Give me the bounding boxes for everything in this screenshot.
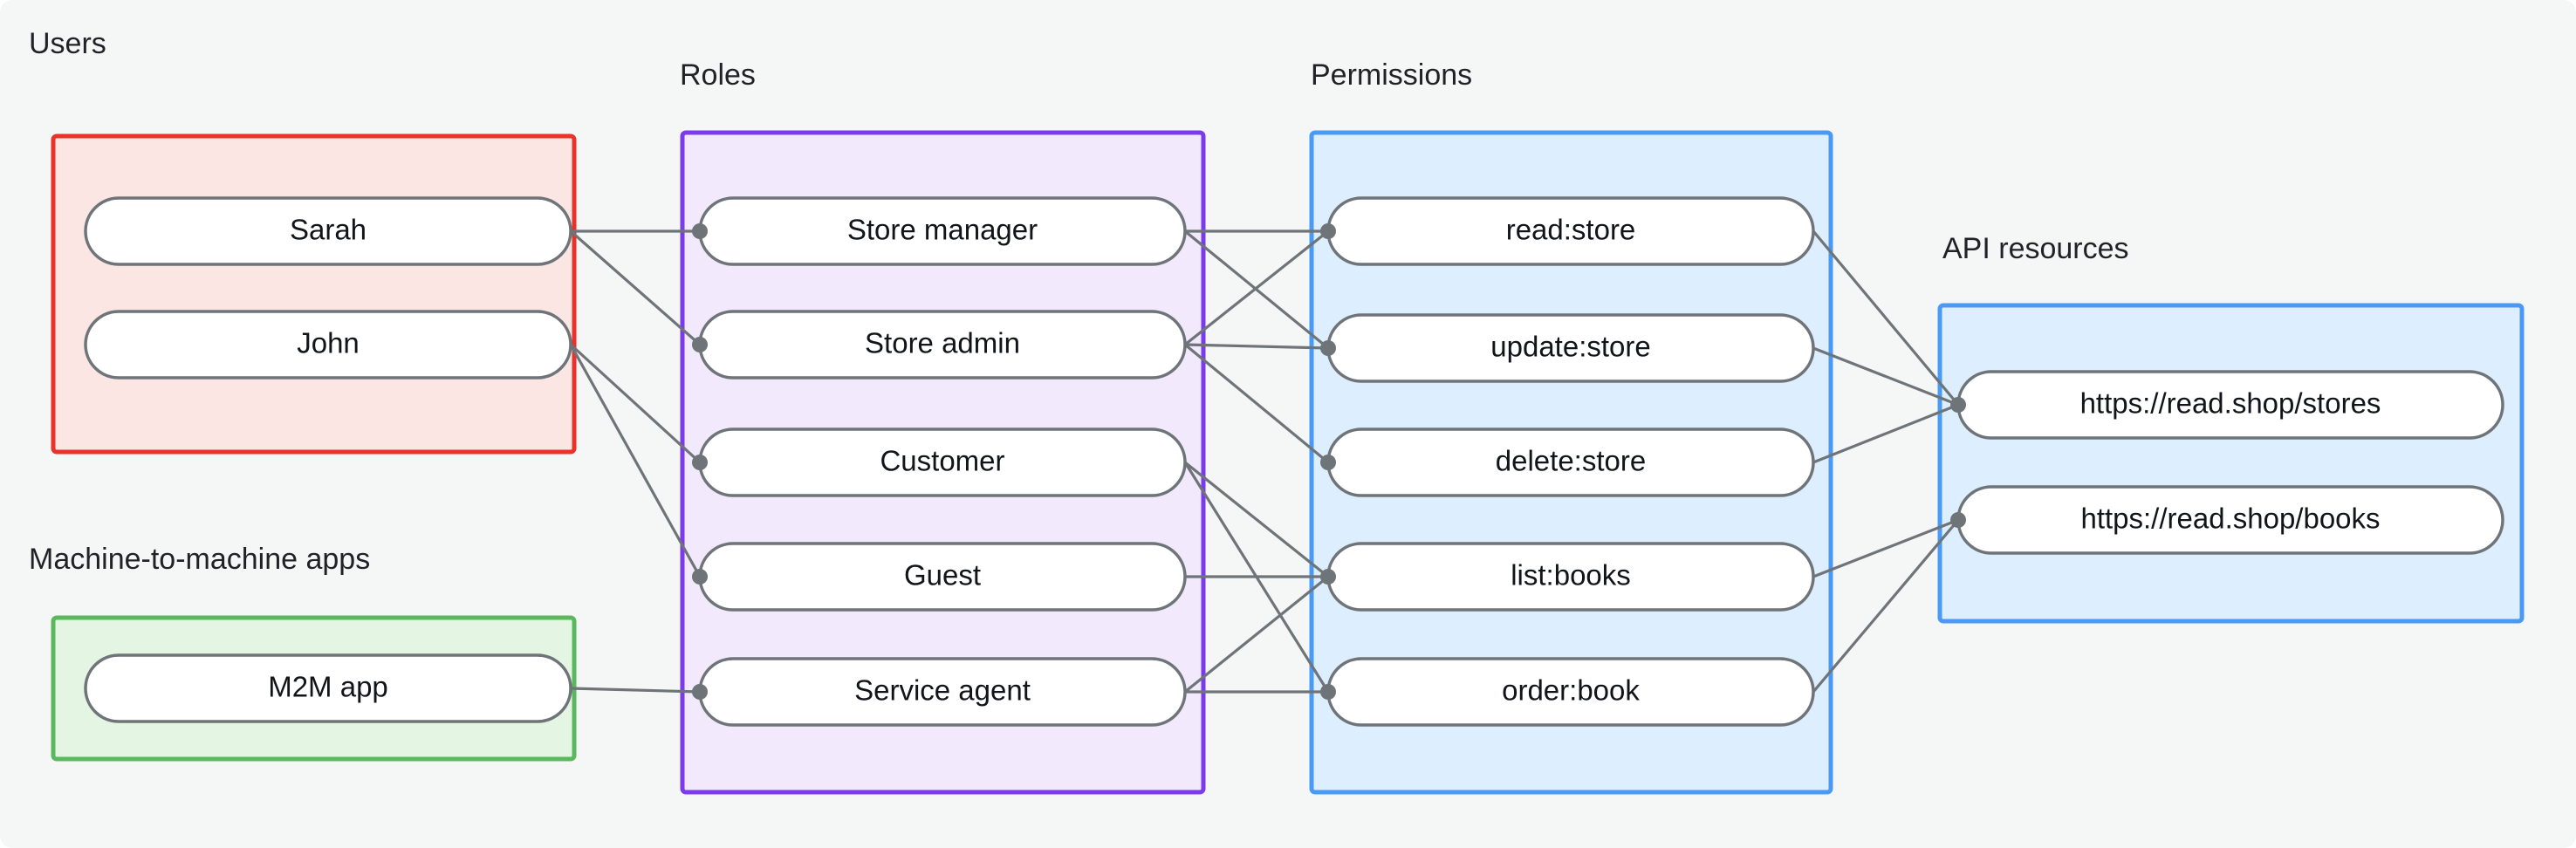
edge-update-store-res-stores (1812, 346, 1959, 407)
node-label-delete-store: delete:store (1496, 445, 1646, 477)
port-service-agent (692, 684, 708, 700)
port-res-books (1950, 512, 1966, 528)
node-label-order-book: order:book (1502, 674, 1640, 707)
node-label-service-agent: Service agent (854, 674, 1031, 707)
group-label-api-resources: API resources (1942, 232, 2129, 265)
edge-customer-list-books (1184, 461, 1329, 578)
node-label-update-store: update:store (1490, 331, 1650, 363)
edge-store-admin-update-store (1184, 343, 1329, 350)
port-update-store (1320, 340, 1336, 356)
node-label-guest: Guest (904, 559, 981, 592)
node-label-res-stores: https://read.shop/stores (2080, 387, 2381, 420)
edge-order-book-res-books (1812, 518, 1960, 694)
node-john[interactable] (84, 310, 572, 380)
group-label-users: Users (29, 27, 106, 60)
port-read-store (1320, 223, 1336, 239)
edge-service-agent-list-books (1183, 575, 1330, 694)
port-delete-store (1320, 455, 1336, 470)
port-list-books (1320, 569, 1336, 585)
edge-store-admin-read-store (1184, 229, 1329, 346)
node-label-read-store: read:store (1506, 214, 1636, 246)
node-m2m-app[interactable] (84, 653, 572, 723)
group-label-m2m: Machine-to-machine apps (29, 543, 370, 576)
port-store-manager (692, 223, 708, 239)
edge-read-store-res-stores (1812, 229, 1960, 407)
edge-john-customer (569, 343, 702, 464)
edge-list-books-res-books (1812, 518, 1959, 578)
edge-john-guest (569, 344, 702, 578)
edge-sarah-store-admin (569, 229, 702, 346)
group-label-permissions: Permissions (1311, 58, 1472, 92)
node-sarah[interactable] (84, 196, 572, 266)
node-label-list-books: list:books (1511, 559, 1631, 592)
node-label-john: John (297, 327, 360, 359)
edge-store-admin-delete-store (1183, 343, 1330, 464)
node-label-sarah: Sarah (290, 214, 367, 246)
port-store-admin (692, 337, 708, 352)
edge-delete-store-res-stores (1812, 403, 1959, 464)
node-label-store-admin: Store admin (865, 327, 1020, 359)
port-order-book (1320, 684, 1336, 700)
port-guest (692, 569, 708, 585)
group-box-users (51, 133, 577, 455)
edges-layer (569, 229, 1960, 694)
node-label-store-manager: Store manager (847, 214, 1038, 246)
group-label-roles: Roles (680, 58, 756, 92)
node-label-m2m-app: M2M app (268, 671, 388, 703)
edge-m2m-service-agent (570, 687, 701, 694)
port-customer (692, 455, 708, 470)
port-res-stores (1950, 397, 1966, 413)
node-label-res-books: https://read.shop/books (2080, 503, 2380, 535)
node-label-customer: Customer (880, 445, 1004, 477)
group-box-api-resources (1937, 303, 2525, 624)
ports-layer (692, 223, 1966, 700)
